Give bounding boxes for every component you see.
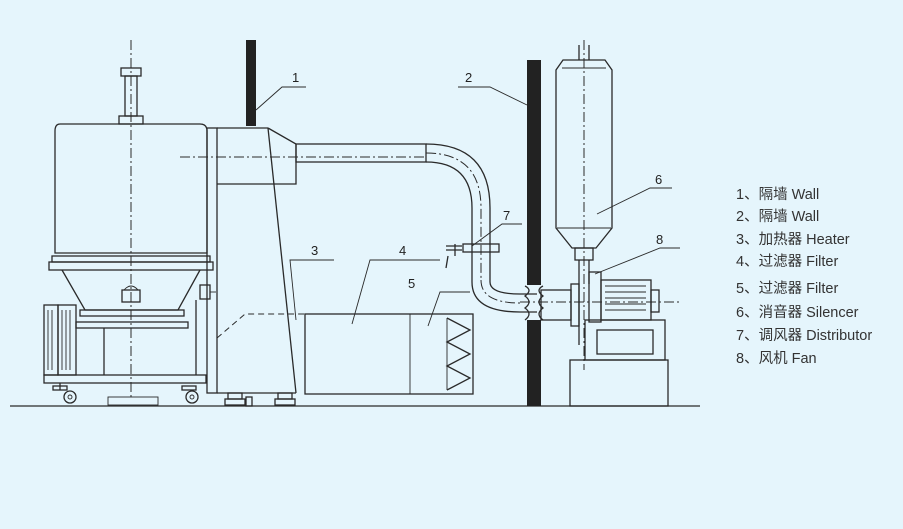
legend-item-distributor: 7、调风器 Distributor <box>736 327 872 344</box>
callout-1: 1 <box>292 70 299 85</box>
legend-item-wall-2: 2、隔墙 Wall <box>736 208 819 225</box>
legend-item-heater: 3、加热器 Heater <box>736 231 850 248</box>
legend-item-fan: 8、风机 Fan <box>736 350 817 367</box>
callout-5: 5 <box>408 276 415 291</box>
legend-item-filter-5: 5、过滤器 Filter <box>736 280 838 297</box>
callout-2: 2 <box>465 70 472 85</box>
callout-4: 4 <box>399 243 406 258</box>
distributor-duct <box>445 243 680 313</box>
legend-item-silencer: 6、消音器 Silencer <box>736 304 859 321</box>
callout-labels: 1 2 3 4 5 6 7 8 <box>292 70 663 291</box>
legend-item-filter-4: 4、过滤器 Filter <box>736 253 838 270</box>
leader-lines <box>255 86 680 327</box>
callout-8: 8 <box>656 232 663 247</box>
legend: 1、隔墙 Wall 2、隔墙 Wall 3、加热器 Heater 4、过滤器 F… <box>736 186 872 367</box>
dryer-body <box>43 67 216 406</box>
fan-inlet-duct <box>540 283 580 327</box>
heater-housing <box>206 127 297 407</box>
wall-1 <box>246 40 256 126</box>
silencer <box>555 40 613 370</box>
wall-2 <box>523 60 545 406</box>
callout-7: 7 <box>503 208 510 223</box>
legend-item-wall-1: 1、隔墙 Wall <box>736 186 819 203</box>
filter-housing <box>216 313 474 395</box>
callout-3: 3 <box>311 243 318 258</box>
fan-unit <box>569 271 669 407</box>
inlet-duct <box>180 127 491 282</box>
callout-6: 6 <box>655 172 662 187</box>
